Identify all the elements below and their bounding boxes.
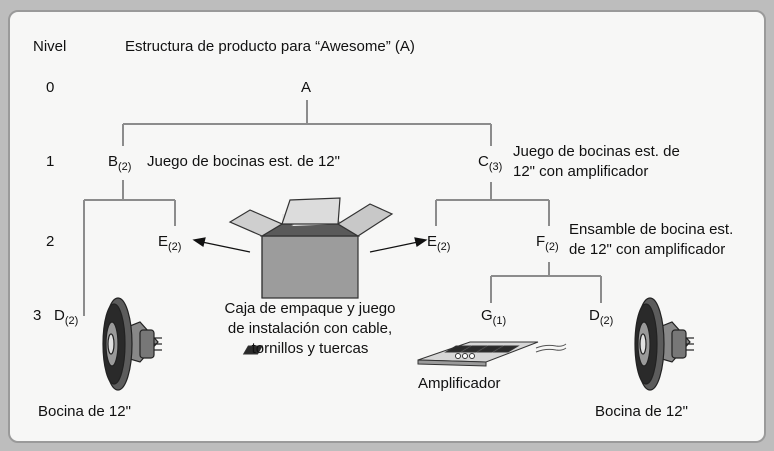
node-e-right: E(2) <box>427 233 451 253</box>
box-arrows <box>192 237 428 253</box>
arrowhead-left <box>192 237 206 247</box>
node-d-left: D(2) <box>54 307 79 327</box>
node-b-letter: B <box>108 153 119 170</box>
level-1-label: 1 <box>46 153 55 170</box>
node-e-left: E(2) <box>158 233 182 253</box>
amplifier-caption: Amplificador <box>418 375 501 392</box>
node-e-left-letter: E <box>158 233 169 250</box>
node-c-description-line2: 12" con amplificador <box>513 163 649 180</box>
node-c-quantity: (3) <box>488 161 503 173</box>
node-a: A <box>301 79 311 97</box>
amplifier-illustration <box>242 341 567 367</box>
node-f-description-line2: de 12" con amplificador <box>569 241 726 258</box>
level-column-header: Nivel <box>33 38 67 55</box>
box-caption-line2: de instalación con cable, <box>227 320 393 337</box>
node-g-quantity: (1) <box>492 315 507 327</box>
arrow-to-e-left <box>201 241 251 253</box>
node-b: B(2) <box>108 153 132 173</box>
node-f-quantity: (2) <box>545 241 559 253</box>
speaker-left-caption: Bocina de 12" <box>38 403 131 420</box>
box-caption-line1: Caja de empaque y juego <box>224 300 396 317</box>
box-caption-line3: tornillos y tuercas <box>251 340 369 357</box>
node-c-letter: C <box>478 153 489 170</box>
speaker-right-caption: Bocina de 12" <box>595 403 688 420</box>
node-d-left-quantity: (2) <box>64 315 79 327</box>
speaker-right-illustration <box>634 297 694 391</box>
node-f-letter: F <box>536 233 546 250</box>
packaging-box-illustration <box>228 197 394 299</box>
node-b-quantity: (2) <box>118 161 132 173</box>
node-e-right-quantity: (2) <box>437 241 451 253</box>
diagram-title: Estructura de producto para “Awesome” (A… <box>125 38 415 55</box>
node-c: C(3) <box>478 153 503 173</box>
arrowhead-right <box>414 237 428 247</box>
level-0-label: 0 <box>46 79 55 96</box>
arrow-to-e-right <box>369 241 419 253</box>
level-3-label: 3 <box>33 307 42 324</box>
node-g: G(1) <box>481 307 507 327</box>
node-d-left-letter: D <box>54 307 65 324</box>
node-e-right-letter: E <box>427 233 438 250</box>
node-d-right: D(2) <box>589 307 614 327</box>
node-b-description: Juego de bocinas est. de 12" <box>147 153 340 170</box>
node-e-left-quantity: (2) <box>168 241 182 253</box>
tree-connectors <box>83 100 602 316</box>
speaker-left-illustration <box>102 297 162 391</box>
node-f: F(2) <box>536 233 559 253</box>
node-g-letter: G <box>481 307 493 324</box>
level-2-label: 2 <box>46 233 55 250</box>
node-c-description-line1: Juego de bocinas est. de <box>513 143 680 160</box>
node-d-right-letter: D <box>589 307 600 324</box>
node-a-letter: A <box>301 79 312 96</box>
node-f-description-line1: Ensamble de bocina est. <box>569 221 734 238</box>
node-d-right-quantity: (2) <box>599 315 614 327</box>
